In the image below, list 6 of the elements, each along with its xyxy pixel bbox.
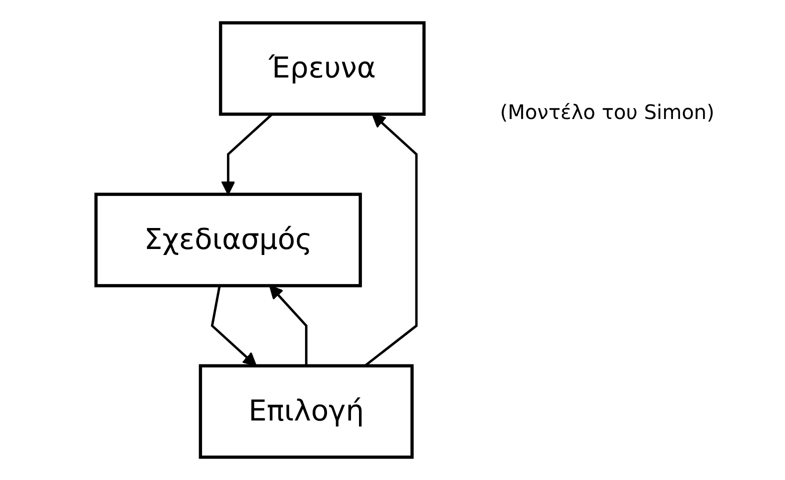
arrow (210, 285, 257, 366)
node-box: Σχεδιασμός (94, 192, 362, 288)
node-box: Επιλογή (198, 364, 414, 459)
caption-note: (Μοντέλο του Simon) (500, 100, 714, 124)
arrow (269, 285, 308, 366)
node-box: Έρευνα (218, 21, 426, 116)
